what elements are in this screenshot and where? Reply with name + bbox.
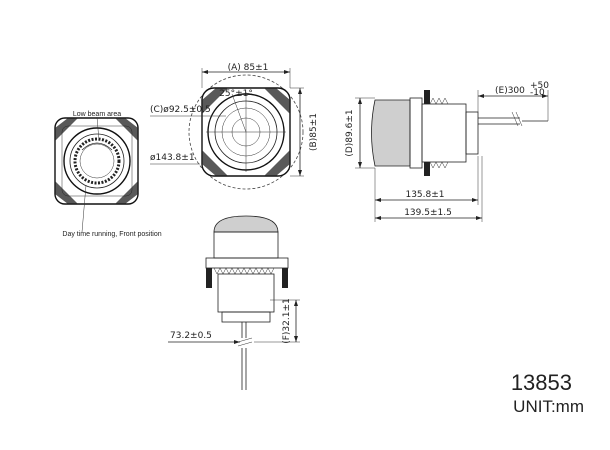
dimension-73 — [168, 340, 240, 344]
dimension-length — [374, 156, 483, 222]
dimension-f — [254, 299, 300, 343]
dim-e-label: (E)300 — [495, 86, 525, 96]
front-view-light — [54, 116, 139, 233]
dimension-b — [290, 87, 304, 177]
rear-view — [188, 74, 304, 190]
dim-139-label: 139.5±1.5 — [404, 208, 452, 218]
dim-e-tol-upper: +50 — [530, 81, 549, 91]
dim-a-label: (A) 85±1 — [228, 63, 269, 73]
unit-label: UNIT:mm — [513, 397, 584, 416]
dim-f-label: (F)32.1±1 — [282, 298, 292, 344]
dim-b-label: (B)85±1 — [309, 113, 319, 151]
low-beam-area-label: Low beam area — [73, 111, 121, 118]
dim-outer-diameter-label: ø143.8±1 — [150, 153, 195, 163]
dimension-d — [355, 97, 375, 169]
dim-135-label: 135.8±1 — [405, 190, 444, 200]
side-view — [371, 90, 548, 176]
dimension-e — [477, 90, 549, 121]
dim-e-tol-lower: -10 — [530, 88, 545, 98]
part-number: 13853 — [510, 370, 572, 395]
dim-d-label: (D)89.6±1 — [345, 109, 355, 156]
angle-label: 25°±1° — [219, 89, 253, 99]
dim-73-label: 73.2±0.5 — [170, 331, 212, 341]
top-view — [205, 215, 289, 390]
dimension-a — [201, 68, 291, 88]
dim-c-label: (C)ø92.5±0.5 — [150, 105, 211, 115]
daytime-running-label: Day time running, Front position — [62, 231, 161, 238]
